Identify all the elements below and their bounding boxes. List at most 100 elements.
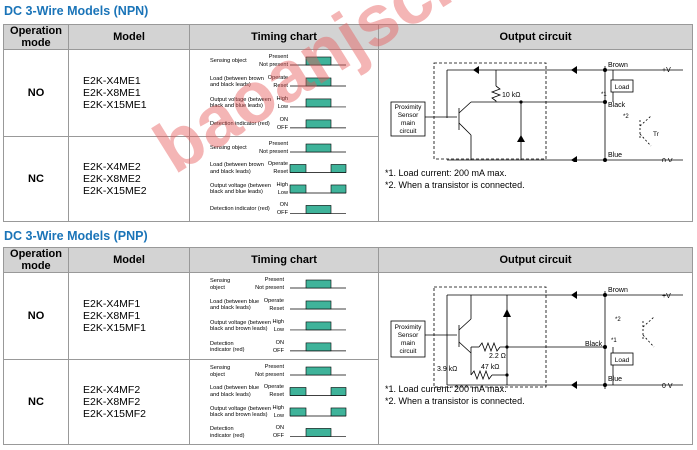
timing-state-label: Low [273, 412, 284, 419]
block-label: Sensor [398, 112, 419, 119]
timing-signal-label: Load (between blue [210, 385, 260, 392]
note-mark-2: *2 [615, 317, 621, 323]
timing-state-label: Operate [263, 384, 284, 391]
header-output-circuit: Output circuit [378, 24, 693, 50]
npn-output-circuit: Proximity Sensor main circuit 10 kΩ Brow… [390, 62, 683, 162]
timing-waveform [289, 407, 347, 417]
mode-cell: NC [3, 136, 69, 222]
block-label: circuit [400, 348, 417, 355]
timing-waveforms [289, 366, 347, 437]
timing-signal-label: and black leads) [210, 168, 251, 175]
model-name: E2K-X4MF1 [83, 298, 141, 310]
model-name: E2K-X4ME2 [83, 161, 141, 173]
timing-signal-label: Detection [210, 426, 234, 433]
load-label: Load [615, 84, 630, 91]
timing-signal-label: object [210, 284, 225, 291]
timing-signal-label: and black leads) [210, 82, 251, 89]
timing-waveform [290, 77, 346, 87]
mode-cell: NO [3, 49, 69, 137]
plus-v-label: +V [662, 293, 671, 300]
pnp-table: Operation mode Model Timing chart Output… [3, 247, 693, 445]
timing-signal-label: and black leads) [210, 391, 251, 398]
timing-signal-label: Output voltage (between [210, 405, 271, 412]
timing-signal-label: Output voltage (between [210, 182, 271, 189]
section-title-pnp: DC 3-Wire Models (PNP) [4, 229, 148, 243]
timing-state-label: ON [275, 425, 284, 432]
block-label: circuit [400, 128, 417, 135]
circuit-notes: *1. Load current: 200 mA max. *2. When a… [385, 383, 525, 407]
timing-state-label: Operate [263, 297, 284, 304]
timing-signal-label: and black leads) [210, 305, 251, 312]
black-wire-label: Black [585, 341, 603, 348]
model-cell: E2K-X4ME2 E2K-X8ME2 E2K-X15ME2 [68, 136, 190, 222]
transistor-label: Tr [653, 131, 660, 138]
note-line: *1. Load current: 200 mA max. [385, 384, 507, 394]
timing-state-label: OFF [272, 347, 284, 354]
timing-waveform [290, 428, 346, 437]
header-model: Model [68, 247, 190, 273]
header-operation-mode: Operation mode [3, 24, 69, 50]
timing-pulse [289, 407, 307, 417]
timing-signal-label: black and brown leads) [210, 412, 268, 419]
timing-state-label: OFF [276, 124, 288, 131]
timing-pulse [330, 164, 347, 173]
plus-v-label: +V [662, 67, 671, 74]
timing-state-label: Reset [269, 392, 284, 399]
timing-state-label: OFF [272, 433, 284, 440]
timing-state-label: Not present [259, 149, 288, 155]
timing-signal-label: Sensing [210, 365, 231, 371]
black-wire-label: Black [608, 102, 626, 109]
block-label: Proximity [395, 104, 422, 111]
timing-signal-label: Sensing [210, 278, 231, 284]
load-label: Load [615, 357, 630, 364]
timing-signal-label: Detection indicator (red) [210, 120, 270, 127]
note-line: *2. When a transistor is connected. [385, 180, 525, 190]
timing-signal-label: Sensing object [210, 58, 247, 64]
timing-state-label: ON [275, 339, 284, 346]
timing-signal-label: black and brown leads) [210, 326, 268, 333]
timing-state-label: High [272, 318, 284, 325]
zero-v-label: 0 V [662, 158, 673, 162]
timing-waveform [290, 342, 346, 352]
model-name: E2K-X8ME2 [83, 173, 141, 185]
timing-state-label: Not present [259, 62, 288, 68]
timing-state-label: Present [268, 141, 288, 147]
timing-state-label: Present [264, 364, 284, 370]
timing-state-label: High [272, 404, 284, 411]
timing-state-label: Low [277, 103, 288, 110]
timing-state-label: Reset [273, 169, 288, 176]
timing-waveform [290, 300, 346, 310]
timing-state-label: OFF [276, 210, 288, 217]
timing-pulse [305, 205, 332, 214]
timing-signal-label: indicator (red) [210, 347, 245, 354]
blue-wire-label: Blue [608, 152, 622, 159]
timing-pulse [305, 56, 332, 66]
model-cell: E2K-X4MF2 E2K-X8MF2 E2K-X15MF2 [68, 359, 190, 445]
timing-state-label: Low [277, 189, 288, 196]
timing-pulse [330, 184, 347, 194]
model-name: E2K-X4MF2 [83, 384, 141, 396]
model-name: E2K-X15ME2 [83, 185, 147, 197]
timing-state-label: Present [268, 54, 288, 60]
blue-wire-label: Blue [608, 376, 622, 383]
timing-pulse [305, 342, 332, 352]
timing-pulse [305, 321, 332, 331]
timing-pulse [305, 119, 332, 129]
model-name: E2K-X8MF2 [83, 396, 141, 408]
timing-state-label: Reset [273, 82, 288, 89]
timing-waveform [290, 366, 346, 376]
mode-cell: NC [3, 359, 69, 445]
note-mark-2: *2 [623, 114, 629, 120]
timing-state-label: Present [264, 277, 284, 283]
npn-table: Operation mode Model Timing chart Output… [3, 24, 693, 222]
block-label: main [401, 340, 415, 347]
timing-waveform [290, 119, 346, 129]
timing-signal-label: indicator (red) [210, 432, 245, 439]
block-label: main [401, 120, 415, 127]
